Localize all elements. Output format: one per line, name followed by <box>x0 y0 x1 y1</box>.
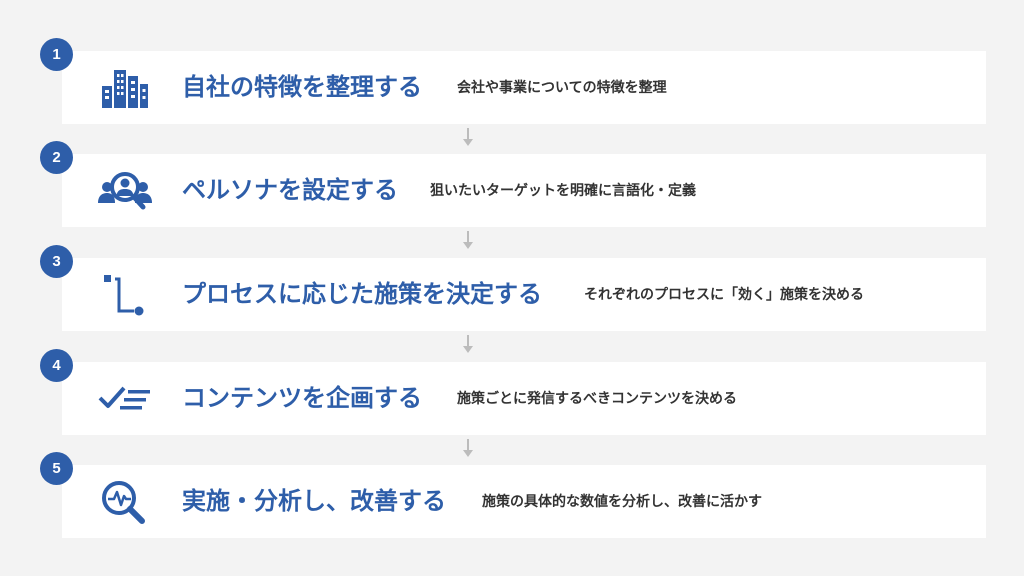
down-arrow-icon <box>463 439 473 457</box>
checklist-icon <box>98 376 152 422</box>
step-card-1: 自社の特徴を整理する 会社や事業についての特徴を整理 <box>62 51 986 124</box>
step-card-3: プロセスに応じた施策を決定する それぞれのプロセスに「効く」施策を決める <box>62 258 986 331</box>
step-title-1: 自社の特徴を整理する <box>182 73 422 101</box>
process-flow-icon <box>98 272 152 318</box>
step-card-5: 実施・分析し、改善する 施策の具体的な数値を分析し、改善に活かす <box>62 465 986 538</box>
step-card-2: ペルソナを設定する 狙いたいターゲットを明確に言語化・定義 <box>62 154 986 227</box>
buildings-icon <box>98 65 152 111</box>
step-description-5: 施策の具体的な数値を分析し、改善に活かす <box>482 494 762 510</box>
step-title-5: 実施・分析し、改善する <box>182 487 446 515</box>
step-description-2: 狙いたいターゲットを明確に言語化・定義 <box>430 183 696 199</box>
persona-search-icon <box>98 168 152 214</box>
step-number-badge-2: 2 <box>40 141 73 174</box>
step-description-1: 会社や事業についての特徴を整理 <box>457 80 667 96</box>
step-title-2: ペルソナを設定する <box>182 176 398 204</box>
step-description-4: 施策ごとに発信するべきコンテンツを決める <box>457 391 737 407</box>
down-arrow-icon <box>463 128 473 146</box>
step-description-3: それぞれのプロセスに「効く」施策を決める <box>584 287 864 303</box>
step-number-badge-3: 3 <box>40 245 73 278</box>
step-title-3: プロセスに応じた施策を決定する <box>182 280 542 308</box>
step-number-badge-5: 5 <box>40 452 73 485</box>
step-title-4: コンテンツを企画する <box>182 384 422 412</box>
analysis-magnifier-icon <box>98 479 152 525</box>
step-number-badge-4: 4 <box>40 349 73 382</box>
step-card-4: コンテンツを企画する 施策ごとに発信するべきコンテンツを決める <box>62 362 986 435</box>
down-arrow-icon <box>463 231 473 249</box>
step-number-badge-1: 1 <box>40 38 73 71</box>
down-arrow-icon <box>463 335 473 353</box>
